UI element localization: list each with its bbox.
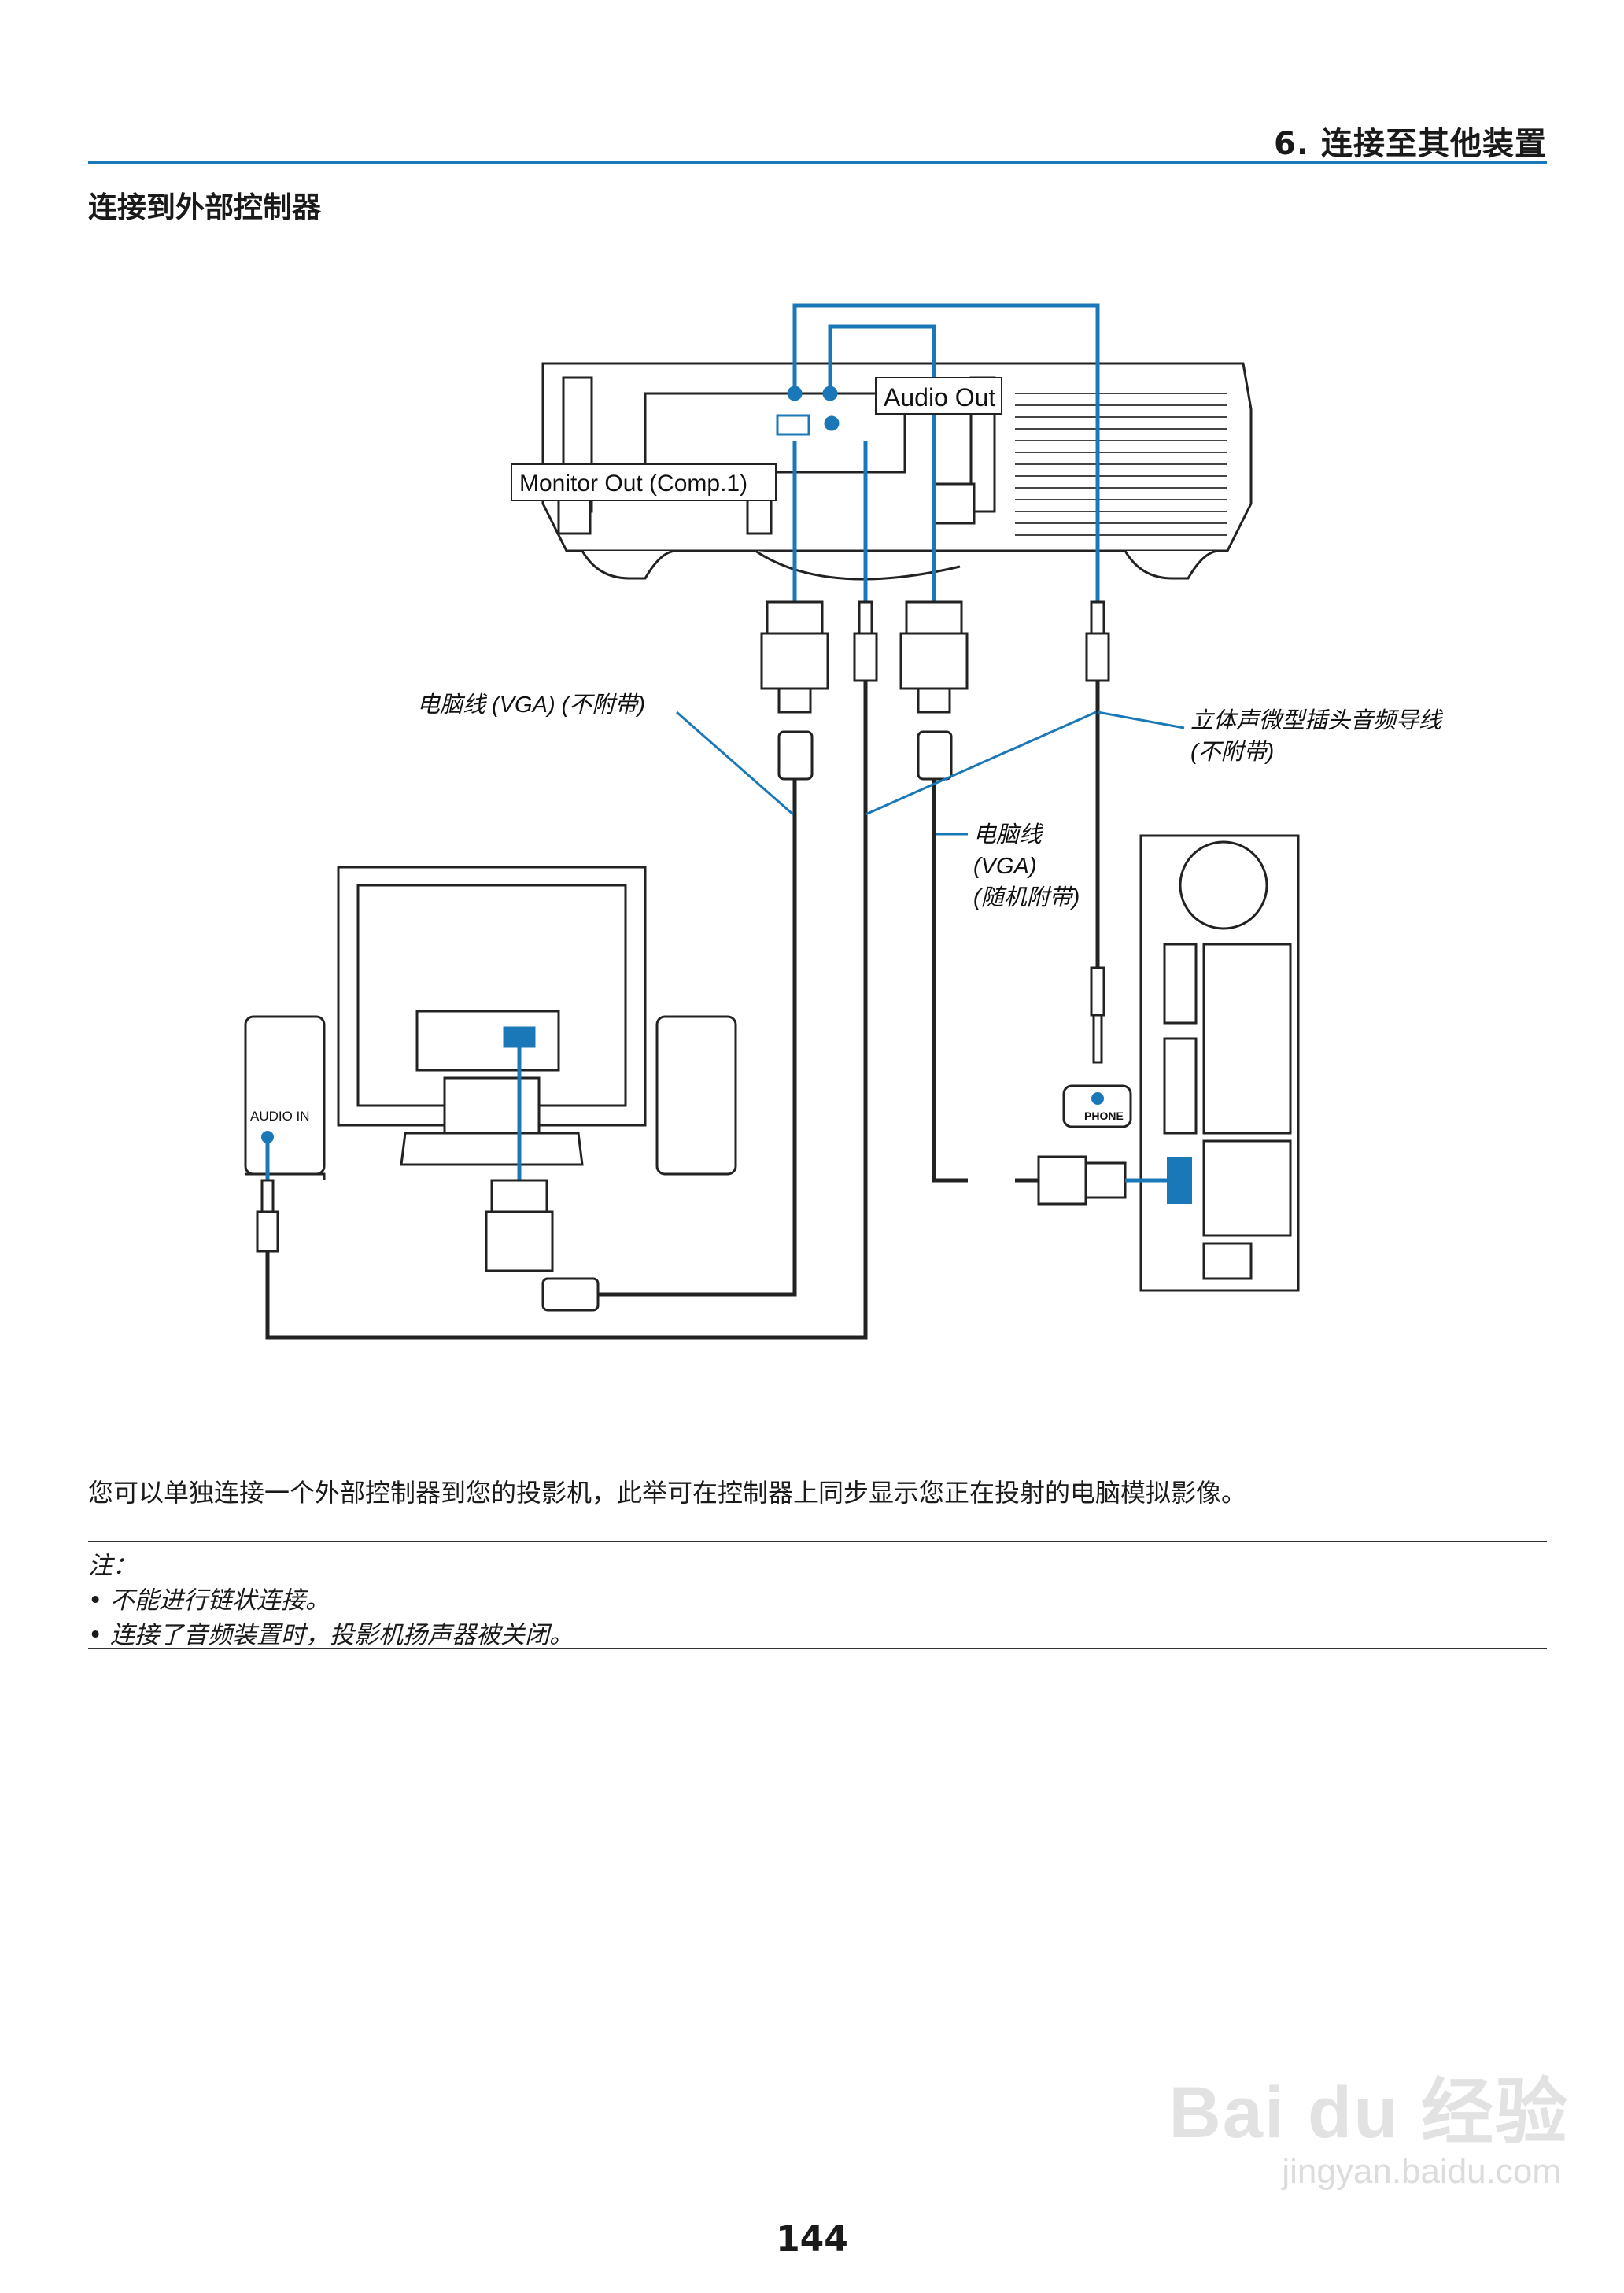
monitor-out-label: Monitor Out (Comp.1): [519, 471, 747, 497]
audio-cable-label-1: 立体声微型插头音频导线: [1190, 708, 1444, 733]
phone-audio-plug: [1090, 966, 1105, 1064]
note-title: 注：: [88, 1552, 137, 1580]
note-text: 连接了音频装置时，投影机扬声器被关闭。: [110, 1621, 574, 1649]
header-rule: [88, 161, 1547, 164]
watermark-url: jingyan.baidu.com: [1282, 2152, 1561, 2191]
vga-supplied-label-3: (随机附带): [973, 885, 1080, 910]
leader-lines: [676, 711, 1185, 816]
audio-plug-right: [1085, 600, 1110, 682]
watermark-logo: Bai du 经验: [1168, 2073, 1569, 2153]
audio-out-box: [875, 377, 1002, 415]
page-number: 144: [776, 2219, 848, 2259]
projector-vents: [1015, 393, 1227, 536]
audio-cable-label-2: (不附带): [1190, 740, 1274, 765]
computer-vga-plug: [1037, 1155, 1127, 1206]
audio-out-label: Audio Out: [884, 383, 995, 412]
projector-ports: [776, 386, 840, 436]
note-bottom-rule: [88, 1648, 1547, 1649]
bullet-icon: •: [88, 1586, 103, 1615]
speaker-audio-plug: [256, 1179, 279, 1253]
note-item: •不能进行链状连接。: [88, 1580, 330, 1615]
blue-connection-lines: [792, 303, 1100, 602]
audio-in-label: AUDIO IN: [250, 1109, 310, 1124]
section-title: 连接到外部控制器: [88, 190, 321, 224]
note-top-rule: [88, 1541, 1547, 1542]
computer-vga-port: [1167, 1157, 1192, 1204]
audio-plug-left: [853, 600, 878, 682]
phone-label: PHONE: [1084, 1110, 1124, 1122]
speaker-right: [655, 1015, 737, 1176]
projector: [541, 362, 1253, 581]
monitor-out-box: [511, 463, 777, 501]
audio-in-jack: [261, 1131, 274, 1143]
vga-plug-right: [899, 600, 969, 781]
bullet-icon: •: [88, 1621, 103, 1649]
vga-plug-left: [760, 600, 829, 781]
note-item: •连接了音频装置时，投影机扬声器被关闭。: [88, 1615, 574, 1650]
phone-jack: [1091, 1092, 1104, 1105]
note-text: 不能进行链状连接。: [110, 1586, 330, 1615]
phone-jack-box: [1062, 1084, 1132, 1128]
vga-cable-left-label: 电脑线 (VGA) (不附带): [417, 692, 645, 718]
computer-tower: [1139, 834, 1300, 1292]
body-paragraph: 您可以单独连接一个外部控制器到您的投影机，此举可在控制器上同步显示您正在投射的电…: [88, 1478, 1247, 1508]
chapter-title: 6. 连接至其他装置: [1274, 126, 1547, 162]
monitor: [337, 866, 647, 1166]
speaker-left: [244, 1015, 326, 1180]
cables: [265, 681, 1100, 1340]
vga-supplied-label-1: 电脑线: [973, 822, 1044, 847]
vga-supplied-label-2: (VGA): [973, 854, 1037, 879]
monitor-vga-plug: [485, 1179, 600, 1312]
monitor-vga-port: [503, 1026, 536, 1048]
